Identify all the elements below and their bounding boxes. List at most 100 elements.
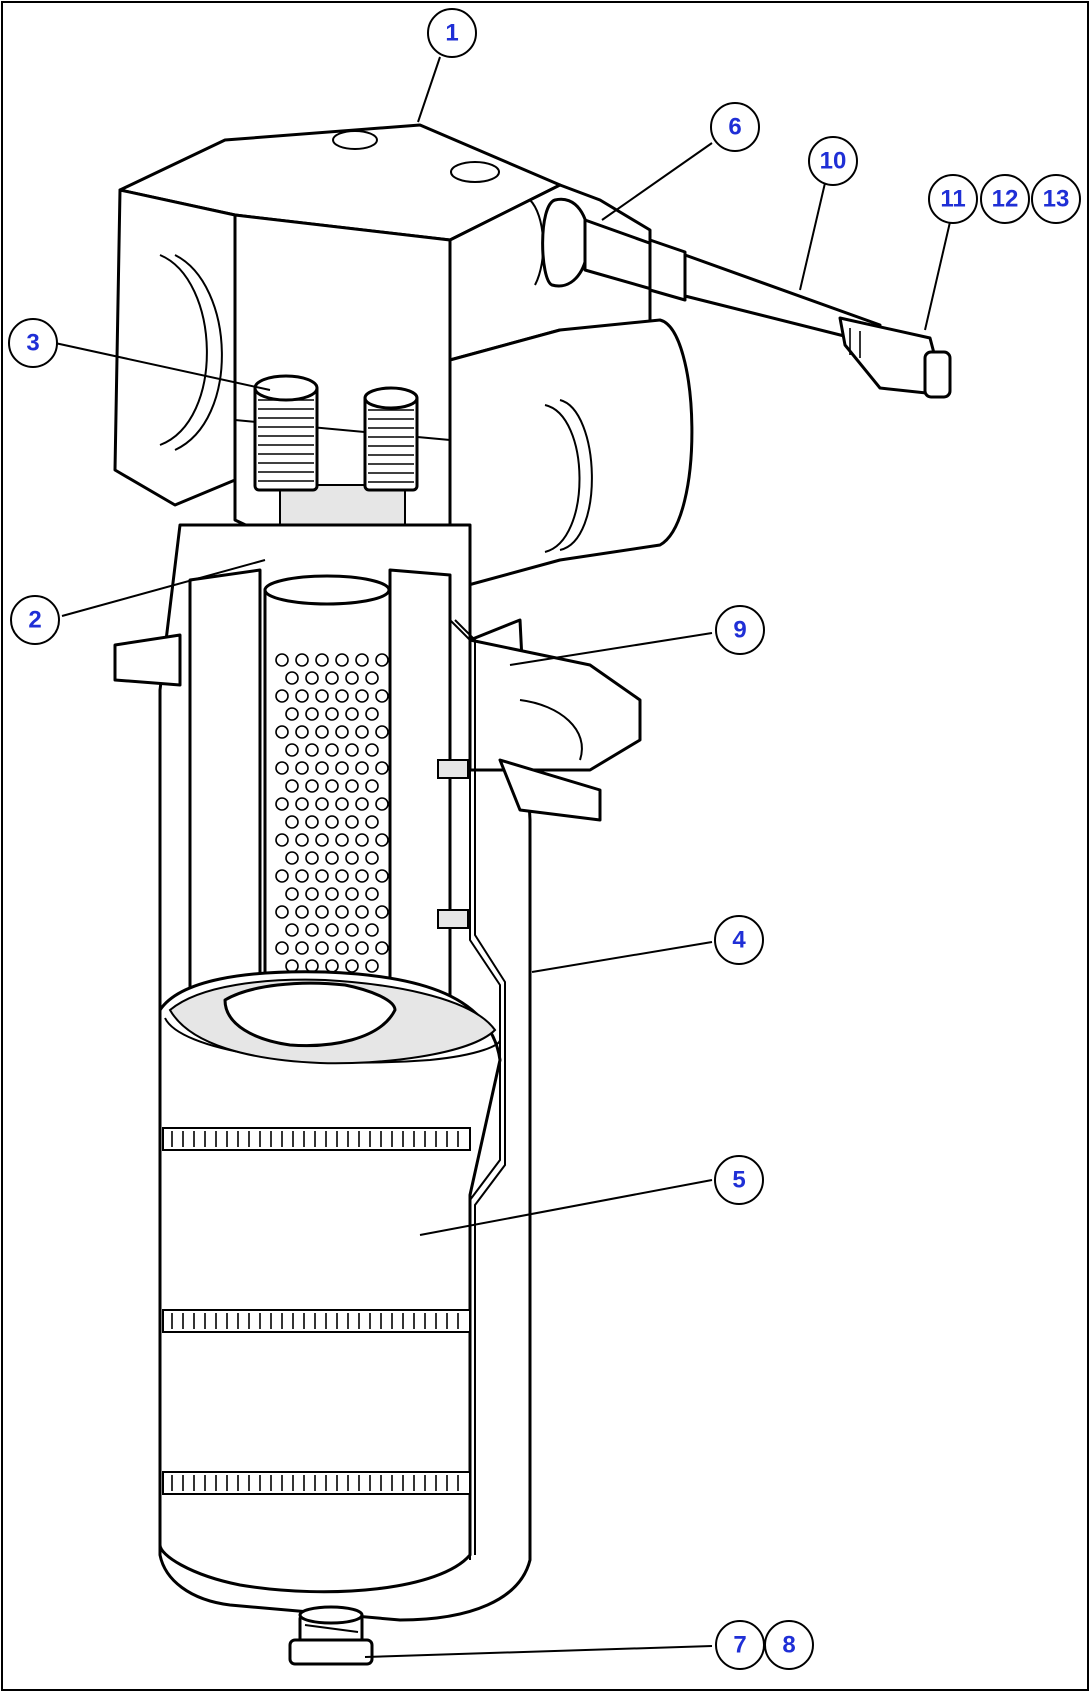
perforation-hole [275,869,289,883]
callout-1: 1 [427,8,477,58]
perforation-hole [285,779,299,793]
leader-4 [531,941,713,973]
perforation-hole [295,905,309,919]
perforation-hole [355,941,369,955]
perforation-hole [365,707,379,721]
perforation-hole [315,653,329,667]
perforation-hole [365,671,379,685]
callout-10: 10 [808,136,858,186]
perforation-hole [305,671,319,685]
perforation-hole [335,653,349,667]
perforation-hole [295,833,309,847]
perforation-hole [325,887,339,901]
perforation-hole [315,761,329,775]
perforation-hole [275,761,289,775]
perforation-hole [305,887,319,901]
leader-3 [54,342,271,391]
perforation-hole [275,653,289,667]
leader-6 [601,142,713,221]
perforation-hole [365,851,379,865]
perforation-hole [365,779,379,793]
perforation-hole [295,653,309,667]
leader-7 [364,1645,713,1658]
perforation-hole [305,779,319,793]
perforation-hole [315,797,329,811]
callout-label-6: 6 [728,114,741,141]
perforation-hole [325,779,339,793]
perforation-hole [275,905,289,919]
perforation-hole [305,815,319,829]
callout-label-1: 1 [445,20,458,47]
perforation-hole [335,941,349,955]
perforation-hole [345,815,359,829]
perforation-hole [305,851,319,865]
perforation-hole [345,959,359,973]
leader-5 [419,1179,713,1236]
screen-mesh [258,399,414,483]
callout-4: 4 [714,915,764,965]
perforation-hole [325,959,339,973]
perforation-hole [345,887,359,901]
perforation-hole [375,725,389,739]
perforation-hole [325,851,339,865]
perforation-hole [375,797,389,811]
perforation-hole [335,689,349,703]
perforation-hole [315,689,329,703]
perforation-hole [345,851,359,865]
perforation-hole [295,725,309,739]
callout-11: 11 [928,174,978,224]
callout-label-5: 5 [732,1167,745,1194]
perforation-hole [375,941,389,955]
perforation-hole [375,905,389,919]
perforation-hole [315,725,329,739]
perforation-hole [355,689,369,703]
perforation-hole [345,779,359,793]
perforation-hole [305,923,319,937]
perforation-hole [295,797,309,811]
perforation-hole [315,941,329,955]
callout-9: 9 [715,605,765,655]
callout-label-11: 11 [940,186,965,213]
callout-8: 8 [764,1620,814,1670]
filter-element [158,970,502,1594]
perforation-hole [275,689,289,703]
perforation-hole [365,743,379,757]
leader-10 [799,182,826,291]
perforation-hole [325,671,339,685]
callout-label-9: 9 [733,617,746,644]
perforation-hole [355,653,369,667]
perforation-hole [295,689,309,703]
callout-5: 5 [714,1155,764,1205]
perforation-hole [285,851,299,865]
perforation-hole [365,815,379,829]
perforation-hole [295,869,309,883]
perforation-hole [345,707,359,721]
perforation-hole [285,743,299,757]
perforation-hole [285,959,299,973]
callout-label-4: 4 [732,927,746,954]
perforation-hole [335,833,349,847]
element-bands [162,1127,471,1495]
perforation-hole [285,887,299,901]
perforation-hole [275,941,289,955]
perforation-hole [355,725,369,739]
callout-6: 6 [710,102,760,152]
leader-11 [924,221,951,331]
perforation-hole [375,689,389,703]
perforation-hole [355,797,369,811]
callout-label-8: 8 [782,1632,795,1659]
leader-lines [54,56,951,1658]
element-band [162,1127,471,1151]
perforation-hole [375,653,389,667]
callout-label-3: 3 [26,330,39,357]
perforation-hole [365,923,379,937]
callout-2: 2 [10,595,60,645]
perforation-hole [345,743,359,757]
callout-label-2: 2 [28,607,41,634]
callout-label-12: 12 [992,186,1019,213]
perforation-hole [355,905,369,919]
perforation-hole [315,905,329,919]
perforation-hole [325,743,339,757]
perforation-hole [335,797,349,811]
